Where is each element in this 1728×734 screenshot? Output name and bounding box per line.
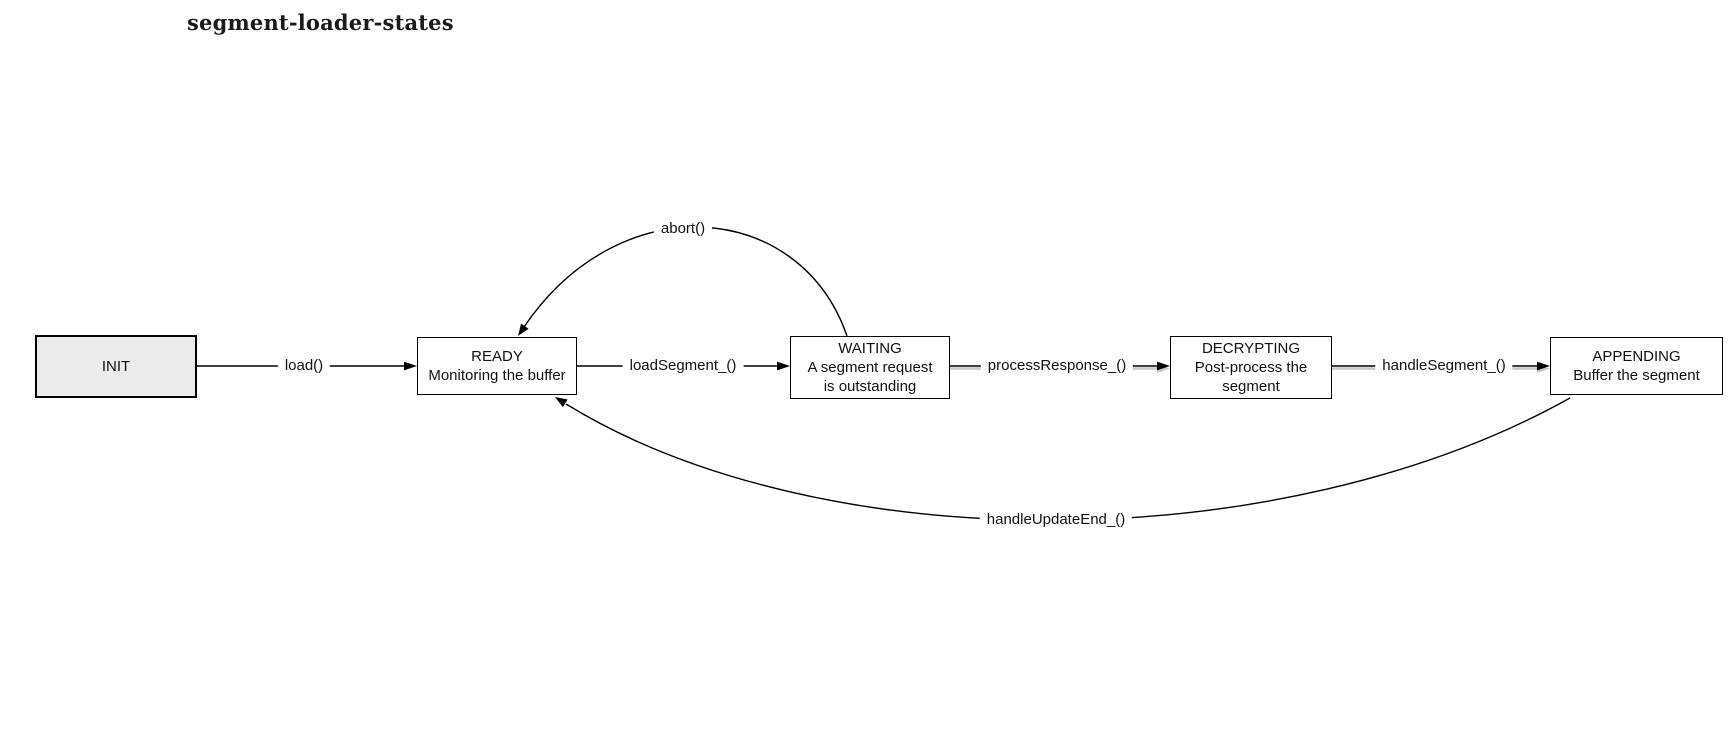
state-name: APPENDING	[1592, 348, 1681, 365]
transition-label-abort: abort()	[653, 220, 713, 238]
state-ready: READY Monitoring the buffer	[417, 337, 577, 395]
state-decrypting: DECRYPTING Post-process the segment	[1170, 336, 1332, 399]
state-description: Monitoring the buffer	[428, 367, 566, 384]
transition-label-load-segment: loadSegment_()	[622, 357, 744, 375]
transition-label-handle-segment: handleSegment_()	[1375, 357, 1513, 375]
arrow-handle-update-end	[555, 397, 1571, 521]
state-appending: APPENDING Buffer the segment	[1550, 337, 1723, 395]
state-waiting: WAITING A segment request is outstanding	[790, 336, 950, 399]
arrow-abort	[518, 226, 848, 337]
state-description: Post-process the	[1194, 359, 1308, 376]
transition-label-load: load()	[277, 357, 331, 375]
transition-label-process-response: processResponse_()	[980, 357, 1134, 375]
state-name: DECRYPTING	[1201, 340, 1301, 357]
state-description: Buffer the segment	[1573, 367, 1700, 384]
state-init: INIT	[35, 335, 197, 398]
state-description: is outstanding	[823, 378, 917, 395]
state-name: INIT	[101, 358, 131, 375]
diagram-title: segment-loader-states	[187, 10, 454, 35]
transition-label-handle-update-end: handleUpdateEnd_()	[979, 511, 1133, 529]
state-name: READY	[471, 348, 523, 365]
state-description: A segment request	[807, 359, 933, 376]
state-description: segment	[1222, 378, 1280, 395]
state-name: WAITING	[838, 340, 902, 357]
